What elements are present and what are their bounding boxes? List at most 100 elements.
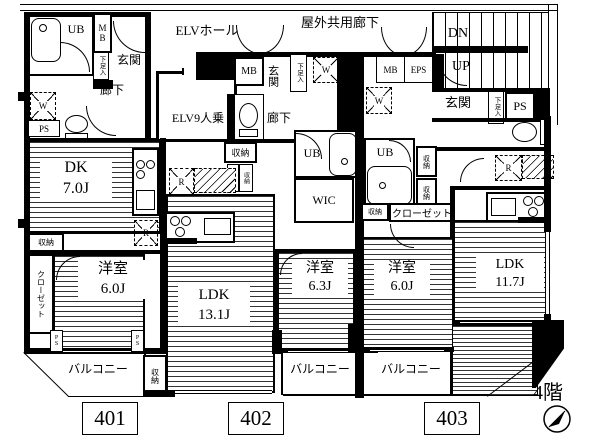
unit-number-403: 403 (424, 402, 480, 435)
eps-box-403: EPS (404, 56, 433, 83)
stove-icon (175, 227, 185, 237)
storage-box-403a: 収納 (416, 146, 437, 177)
wall (544, 314, 551, 324)
mb-box-401: MB (93, 13, 112, 53)
balcony-label-401: バルコニー (68, 362, 128, 376)
wall (24, 12, 30, 354)
wall (272, 330, 282, 354)
wall (160, 138, 166, 353)
wall (145, 12, 151, 140)
balcony-edge (283, 394, 355, 396)
room-label-bedroom-401: 洋室 6.0J (78, 260, 148, 299)
floor-label: 4階 (533, 382, 563, 404)
wall (534, 91, 550, 119)
wall (544, 116, 551, 232)
sink-icon (491, 198, 516, 216)
balcony-label-402: バルコニー (290, 362, 350, 376)
mb-box-402: MB (234, 57, 264, 86)
storage-box-401: 収納 (28, 233, 64, 252)
door-arc (260, 25, 284, 54)
shoe-cabinet-401: 下足入 (93, 52, 109, 80)
closet-box-403: クローゼット (389, 203, 455, 222)
elv-hall-label: ELVホール (175, 23, 239, 38)
stove-icon (181, 216, 191, 226)
room-size: 6.0J (100, 280, 126, 297)
stove-icon (523, 196, 533, 206)
room-label-ldk-403: LDK 11.7J (476, 256, 544, 293)
door-arc (460, 158, 484, 182)
toilet-icon-401 (65, 115, 88, 133)
ps-box-401b: PS (50, 330, 63, 352)
wall (24, 231, 164, 234)
wall (24, 12, 150, 17)
terrace-floor-403 (452, 325, 538, 396)
room-name: 洋室 (306, 261, 334, 276)
balcony-edge (281, 353, 283, 395)
door-arc (113, 21, 145, 53)
unit-number-402: 402 (228, 402, 284, 435)
mb-label: MB (97, 23, 108, 43)
closet-box-401: クローゼット (28, 254, 54, 334)
wall (165, 238, 197, 244)
outdoor-corridor-label: 屋外共用廊下 (300, 15, 379, 30)
door-arc (236, 25, 260, 54)
hallway-label-402: 廊下 (266, 111, 291, 125)
vent-tick (18, 219, 24, 228)
washer-box-403: W (366, 87, 392, 114)
stair-landing-bar (433, 46, 528, 53)
wall (143, 390, 175, 397)
wall (93, 80, 113, 89)
wall (432, 88, 550, 92)
storage-box-402b: 収納 (239, 164, 253, 192)
window-marker (460, 321, 532, 324)
stove-icon (170, 216, 180, 226)
outline-right-line (557, 4, 558, 125)
unit-number-401: 401 (82, 402, 138, 435)
shoe-cabinet-label: 下足入 (98, 56, 105, 76)
storage-box-403c: 収納 (361, 203, 389, 221)
room-label-ldk-402: LDK 13.1J (178, 286, 250, 325)
drain-icon (39, 24, 47, 32)
wall (227, 94, 235, 141)
room-size: 11.7J (495, 275, 525, 291)
elevator-shaft (156, 71, 237, 142)
sink-icon (204, 218, 231, 235)
stove-icon (146, 160, 155, 169)
ps-box-401c: PS (131, 330, 144, 352)
compass-icon (543, 405, 571, 433)
counter-hatch (194, 168, 236, 193)
fridge-box-402: R (169, 168, 194, 195)
ub-label-401: UB (67, 22, 85, 36)
washer-box-402: W (313, 57, 339, 83)
outline-top-line (20, 10, 558, 11)
wic-room-402: WIC (294, 178, 354, 223)
elevator-label: ELV9人乗 (171, 111, 225, 125)
wall (432, 118, 544, 122)
toilet-icon-402 (239, 103, 258, 128)
genkan-label-401: 玄関 (116, 53, 141, 67)
wall (227, 139, 295, 143)
wall (518, 217, 548, 223)
balcony-edge (362, 394, 490, 396)
room-name: 洋室 (97, 261, 128, 277)
wall (436, 147, 548, 151)
room-name: LDK (198, 287, 230, 303)
balcony-edge (68, 396, 146, 397)
genkan-label-402: 玄関 (266, 65, 279, 87)
stove-icon (136, 160, 145, 169)
door-arc (86, 106, 116, 136)
stove-icon (136, 170, 145, 179)
mb-box-403: MB (376, 56, 405, 83)
window-marker (58, 350, 134, 353)
sink-icon (136, 190, 155, 210)
ps-box-403: PS (505, 92, 535, 120)
wall-corner-fill (532, 320, 564, 388)
balcony-edge (450, 352, 452, 394)
room-label-bedroom-403: 洋室 6.0J (374, 260, 430, 297)
window-marker (288, 350, 348, 353)
fridge-box-403: R (495, 155, 522, 181)
outline-top-line (20, 4, 558, 5)
window-marker (545, 232, 550, 314)
room-size: 7.0J (62, 179, 90, 197)
